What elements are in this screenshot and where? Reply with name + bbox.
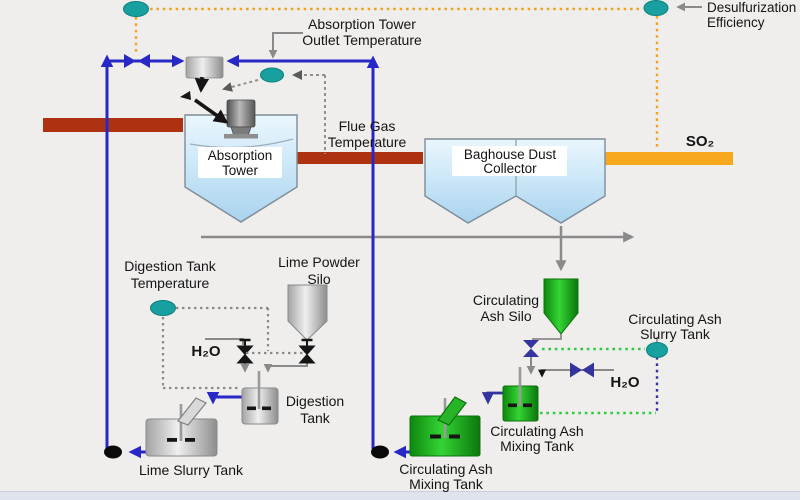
- lime-silo-label-line1: Lime Powder: [278, 254, 360, 270]
- outlet-temperature-sensor: [260, 67, 284, 83]
- green-signal-lines: [540, 347, 656, 415]
- digestion-tank-label-line2: Tank: [300, 410, 331, 426]
- ca-large-agitator-paddle-left: [430, 434, 441, 439]
- ca-silo-valve-top: [523, 340, 539, 349]
- ca-water-valve-right: [582, 362, 594, 378]
- lime-slurry-pump: [104, 445, 122, 459]
- gray-control-lines: [161, 306, 306, 390]
- lime-silo-valve-bottom: [298, 353, 316, 364]
- silo-valve-to-tank-line: [263, 362, 308, 373]
- digestion-agitator-paddle-right: [262, 406, 271, 411]
- gray-dashed-measurement: [222, 70, 326, 154]
- digestion-temp-label-line2: Temperature: [131, 275, 210, 291]
- ca-mixing-small-label-line1: Circulating Ash: [490, 423, 583, 439]
- ca-mixing-large-label-line2: Mixing Tank: [409, 476, 484, 492]
- slurry-valve-right-wing: [138, 54, 150, 68]
- ca-mixing-tank-small: [502, 367, 539, 422]
- digestion-agitator-paddle-left: [247, 406, 256, 411]
- digestion-temperature-sensor: [150, 300, 176, 316]
- spray-arrow-to-nozzle: [193, 98, 229, 124]
- baghouse-label-box: [452, 146, 567, 176]
- sensors: [123, 0, 669, 358]
- ca-slurry-label-line1: Circulating Ash: [628, 311, 721, 327]
- outlet-temp-pointer: [268, 32, 303, 59]
- lime-silo-body: [287, 284, 328, 341]
- digestion-tank: [241, 371, 279, 425]
- flue-gas-label-line1: Flue Gas: [339, 118, 396, 134]
- tower-spray-nozzle: [226, 99, 256, 128]
- ca-large-agitator-paddle-right: [449, 434, 460, 439]
- water-label-digestion: H₂O: [191, 343, 220, 360]
- orange-signal-lines: [134, 7, 659, 150]
- tower-spray-nozzle-base: [224, 134, 258, 139]
- lime-slurry-tank-label: Lime Slurry Tank: [139, 462, 244, 478]
- ca-water-valve: [570, 362, 594, 378]
- efficiency-label-line1: Desulfurization: [707, 0, 796, 15]
- lime-silo-label-line2: Silo: [307, 271, 331, 287]
- water-valve-digestion: [236, 338, 254, 364]
- ca-water-valve-left: [570, 362, 582, 378]
- ca-small-agitator-paddle-right: [523, 403, 532, 408]
- spray-arrows: [180, 76, 229, 124]
- ca-silo-body: [543, 278, 579, 335]
- ash-discharge-line: [201, 226, 635, 272]
- spray-arrow-down: [194, 76, 210, 93]
- ca-small-agitator-paddle-left: [508, 403, 517, 408]
- ca-mixing-small-label-line2: Mixing Tank: [500, 438, 575, 454]
- efficiency-sensor-left: [123, 1, 149, 17]
- digestion-to-slurry-pipe: [206, 391, 242, 405]
- slurry-tank-chute: [177, 397, 207, 426]
- labels: Absorption Tower Outlet Temperature Flue…: [124, 0, 796, 492]
- absorption-tower-label-box: [198, 147, 282, 178]
- slurry-agitator-paddle-left: [167, 438, 177, 442]
- lime-slurry-piping: [100, 54, 410, 459]
- inlet-flue-gas-duct: [43, 118, 183, 132]
- so2-label: SO₂: [686, 133, 714, 150]
- ca-silo-label-line2: Ash Silo: [480, 308, 532, 324]
- lime-slurry-tank: [145, 397, 218, 457]
- ca-silo-valve: [523, 340, 539, 357]
- ca-slurry-label-line2: Slurry Tank: [640, 326, 711, 342]
- lime-silo-valve: [298, 338, 316, 364]
- small-to-large-mixing-pipe: [481, 391, 503, 405]
- digestion-temp-label-line1: Digestion Tank: [124, 258, 217, 274]
- ca-silo-label-line1: Circulating: [473, 292, 539, 308]
- efficiency-label-line2: Efficiency: [707, 15, 765, 30]
- baghouse-dust-collector: Baghouse Dust Collector: [424, 138, 606, 224]
- baghouse-label-line2: Collector: [483, 161, 537, 176]
- slurry-valve-left-wing: [124, 54, 136, 68]
- ca-mixing-tank-large: [409, 396, 481, 457]
- digestion-tank-label-line1: Digestion: [286, 393, 344, 409]
- outlet-temp-label-line2: Outlet Temperature: [302, 32, 422, 48]
- ash-slurry-pump: [371, 445, 389, 459]
- lime-powder-silo: [287, 284, 328, 341]
- circulating-ash-silo: [543, 278, 579, 335]
- slurry-control-valve: [124, 54, 150, 68]
- absorption-tower: Absorption Tower: [184, 99, 298, 223]
- ca-tank-chute: [437, 396, 467, 426]
- baghouse-label-line1: Baghouse Dust: [464, 147, 557, 162]
- bottom-strip-border: [0, 491, 800, 492]
- absorption-tower-label-line2: Tower: [222, 163, 259, 178]
- spray-arrow-left-tip: [180, 91, 191, 100]
- ca-slurry-tank-sensor: [646, 342, 668, 358]
- water-valve-bottom: [236, 353, 254, 364]
- clean-gas-so2-duct: [605, 152, 733, 165]
- ca-silo-valve-bottom: [523, 348, 539, 357]
- slurry-distributor: [185, 56, 224, 79]
- efficiency-sensor-right: [643, 0, 669, 16]
- outlet-temp-label-line1: Absorption Tower: [308, 16, 416, 32]
- absorption-tower-label-line1: Absorption: [208, 148, 273, 163]
- flue-gas-label-line2: Temperature: [328, 134, 407, 150]
- bottom-strip: [0, 492, 800, 500]
- water-label-ca: H₂O: [610, 374, 639, 391]
- tower-to-baghouse-duct: [297, 152, 423, 164]
- slurry-agitator-paddle-right: [185, 438, 195, 442]
- ca-mixing-large-label-line1: Circulating Ash: [399, 461, 492, 477]
